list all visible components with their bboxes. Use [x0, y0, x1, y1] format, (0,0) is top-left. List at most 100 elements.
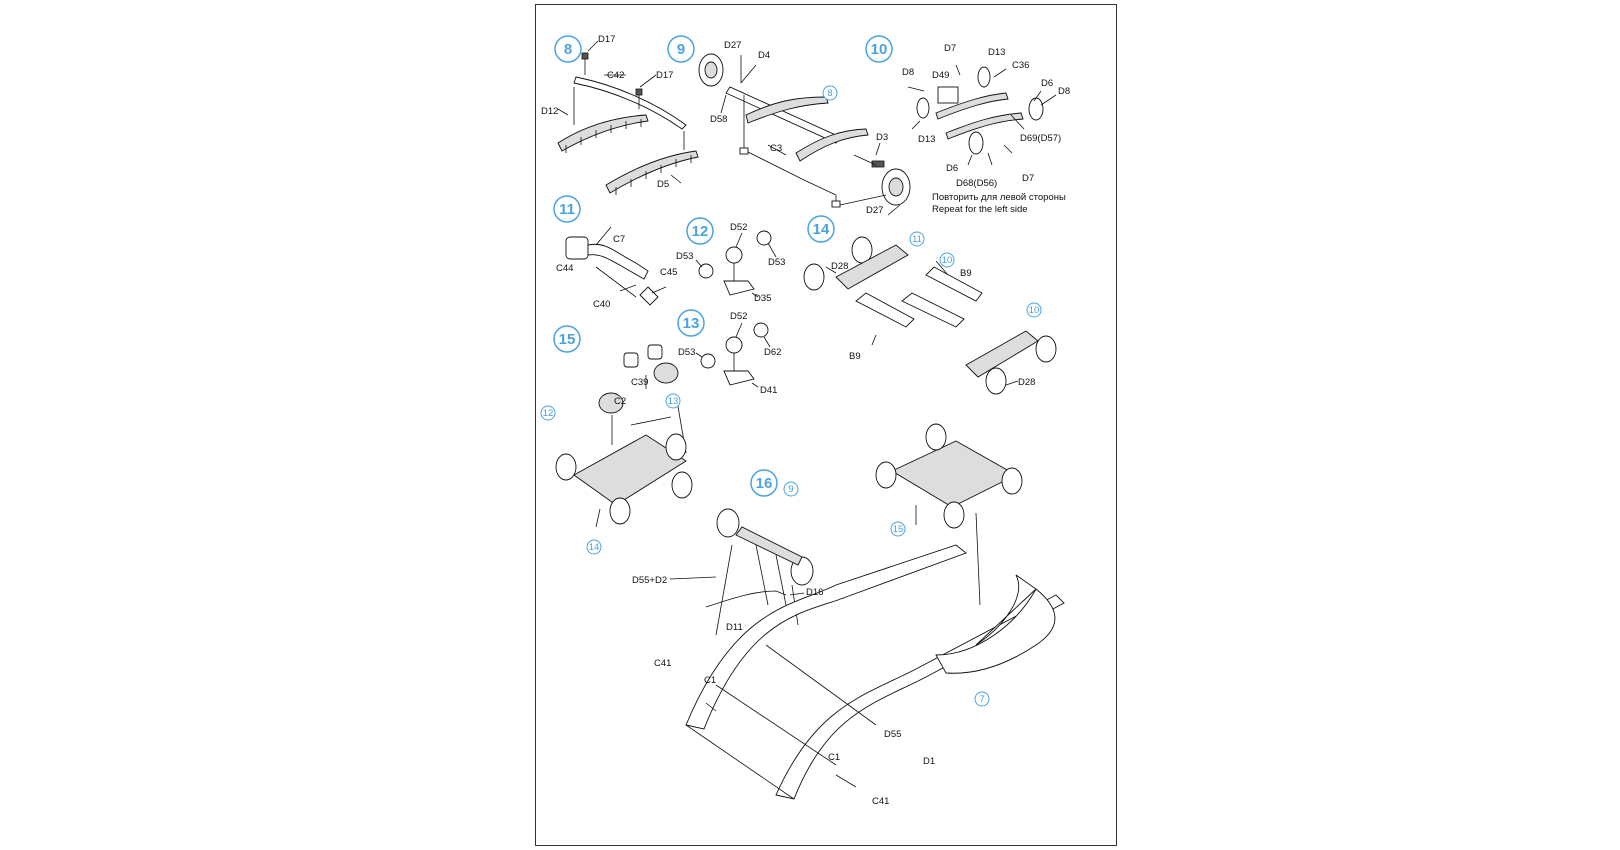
step-8-badge	[554, 35, 582, 63]
label-d6: D6	[1041, 78, 1053, 89]
ref-step-7	[974, 691, 990, 707]
axle-b9	[855, 292, 915, 328]
frame-rail	[685, 544, 967, 730]
label-d49: D49	[932, 70, 949, 81]
step-9: 9 D27 D4 D58 C3 D3 D27 8	[667, 35, 911, 216]
part-d13	[977, 66, 991, 88]
label-d52: D52	[730, 311, 747, 322]
part-d6	[968, 131, 984, 155]
label-d62: D62	[764, 347, 781, 358]
label-d8: D8	[1058, 86, 1070, 97]
step-16-badge	[750, 469, 778, 497]
wheel	[665, 433, 687, 461]
assembly-13	[653, 362, 679, 384]
pin-d17	[581, 52, 589, 60]
front-axle	[735, 526, 803, 566]
part-d53	[700, 353, 716, 369]
label-d12: D12	[541, 106, 558, 117]
ref-step-14-number: 14	[589, 542, 600, 553]
step-15-badge	[553, 325, 581, 353]
step-13-number: 13	[683, 315, 700, 332]
label-d4: D4	[758, 50, 770, 61]
ref-step-13	[665, 393, 681, 409]
label-d55-d2: D55+D2	[632, 575, 667, 586]
pin-d17	[635, 88, 643, 96]
label-c41: C41	[654, 658, 671, 669]
ref-step-14	[586, 539, 602, 555]
label-d5: D5	[657, 179, 669, 190]
axle	[901, 292, 965, 328]
assembly-12	[598, 392, 624, 414]
label-d28: D28	[1018, 377, 1035, 388]
leaf-spring	[745, 96, 829, 124]
step-15-number: 15	[559, 331, 576, 348]
axle-c7	[587, 243, 649, 280]
label-c40: C40	[593, 299, 610, 310]
part-d52	[725, 246, 743, 264]
label-d16: D16	[806, 587, 823, 598]
wheel	[671, 471, 693, 499]
label-d52: D52	[730, 222, 747, 233]
part-d6	[1028, 97, 1044, 121]
leaf-spring-d5	[605, 150, 699, 194]
part-c39	[623, 352, 639, 368]
ref-step-11	[909, 231, 925, 247]
step-9-number: 9	[677, 41, 685, 58]
step-15: 15 C39 C2 12 13 14	[540, 325, 693, 555]
label-c7: C7	[613, 234, 625, 245]
label-c39: C39	[631, 377, 648, 388]
part-c45	[639, 286, 659, 306]
label-d53: D53	[768, 257, 785, 268]
step-14-number: 14	[813, 221, 830, 238]
label-c41: C41	[872, 796, 889, 807]
rear-bogie	[891, 440, 1017, 508]
step-12: 12 D52 D53 D53 D35	[676, 217, 785, 304]
wheel-d28	[803, 263, 825, 291]
label-d13: D13	[918, 134, 935, 145]
ref-step-10	[939, 252, 955, 268]
label-d55: D55	[884, 729, 901, 740]
ref-step-10-number: 10	[1029, 305, 1040, 316]
wheel	[943, 501, 965, 529]
label-d41: D41	[760, 385, 777, 396]
step-16: 16 D55+D2 D16 D11 C41 C1 D55 D1 C1 C41 9	[632, 423, 1065, 807]
step-12-badge	[686, 217, 714, 245]
label-d7: D7	[1022, 173, 1034, 184]
label-d1: D1	[923, 756, 935, 767]
part-d53	[756, 230, 772, 246]
label-d8: D8	[902, 67, 914, 78]
label-d27: D27	[866, 205, 883, 216]
label-b9: B9	[960, 268, 972, 279]
wheel	[1035, 335, 1057, 363]
label-d53: D53	[676, 251, 693, 262]
step-8: 8 D17 C42 D17 D12 D5	[541, 34, 699, 195]
step-14: 14 D28 B9 B9 D28 11 10 10	[803, 215, 1057, 395]
step-13-badge	[677, 309, 705, 337]
label-b9: B9	[849, 351, 861, 362]
part-d13	[916, 97, 930, 119]
step-11: 11 C7 C44 C45 C40	[553, 195, 677, 310]
part-d53	[698, 263, 714, 279]
label-c3: C3	[770, 143, 782, 154]
wheel-d28	[985, 367, 1007, 395]
step-10-badge	[865, 35, 893, 63]
beam-c42	[573, 76, 687, 130]
step-12-number: 12	[692, 223, 709, 240]
label-c45: C45	[660, 267, 677, 278]
note-repeat-ru: Повторить для левой стороны	[932, 192, 1066, 203]
axle-b9	[925, 266, 983, 302]
step-11-number: 11	[559, 201, 575, 218]
ref-step-13-number: 13	[668, 396, 679, 407]
leaf-spring-d12	[557, 114, 649, 152]
wheel	[875, 461, 897, 489]
label-d11: D11	[726, 622, 743, 633]
wheel	[555, 453, 577, 481]
step-10-number: 10	[871, 41, 888, 58]
label-d53: D53	[678, 347, 695, 358]
assembly-diagram: 8 D17 C42 D17 D12 D5 9	[540, 34, 1070, 807]
part-d52	[725, 336, 743, 354]
label-d35: D35	[754, 293, 771, 304]
label-d17: D17	[656, 70, 673, 81]
label-d27: D27	[724, 40, 741, 51]
leaf-spring	[795, 128, 869, 162]
